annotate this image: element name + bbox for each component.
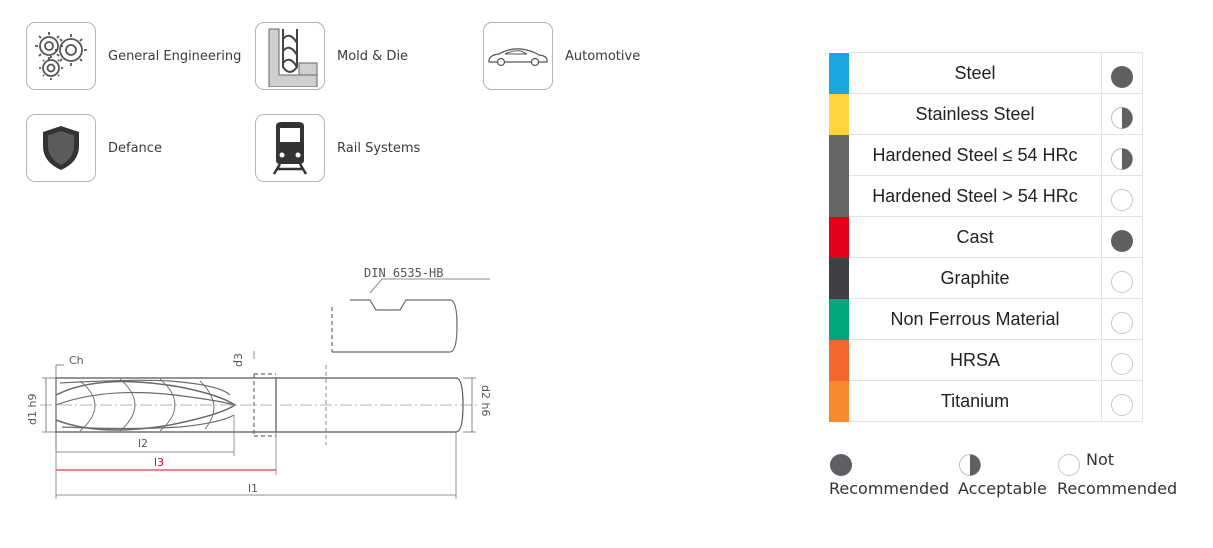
industry-general-engineering: General Engineering bbox=[26, 22, 241, 90]
d1-label: d1 h9 bbox=[26, 394, 39, 425]
d2-label: d2 h6 bbox=[479, 385, 490, 416]
material-color-swatch bbox=[828, 339, 849, 381]
legend-acceptable-label: Acceptable bbox=[958, 479, 1047, 498]
empty-dot-icon bbox=[1101, 257, 1143, 299]
material-name: HRSA bbox=[848, 339, 1102, 381]
material-name: Hardened Steel ≤ 54 HRc bbox=[848, 134, 1102, 176]
legend-not-label: Not bbox=[1086, 450, 1115, 469]
train-icon bbox=[255, 114, 325, 182]
industry-label: Mold & Die bbox=[337, 48, 409, 64]
material-color-swatch bbox=[828, 380, 849, 422]
material-name: Non Ferrous Material bbox=[848, 298, 1102, 340]
full-dot-icon bbox=[1101, 216, 1143, 258]
material-color-swatch bbox=[828, 257, 849, 299]
industry-label: Defance bbox=[108, 140, 162, 156]
empty-dot-icon bbox=[1101, 175, 1143, 217]
industry-rail-systems: Rail Systems bbox=[255, 114, 420, 182]
material-row: Non Ferrous Material bbox=[828, 298, 1143, 340]
half-dot-icon bbox=[959, 454, 981, 476]
l2-label: l2 bbox=[138, 437, 148, 450]
material-name: Hardened Steel > 54 HRc bbox=[848, 175, 1102, 217]
standard-label: DIN 6535-HB bbox=[364, 266, 443, 280]
l3-label: l3 bbox=[154, 456, 164, 469]
full-dot-icon bbox=[1101, 52, 1143, 94]
gears-icon bbox=[26, 22, 96, 90]
material-color-swatch bbox=[828, 298, 849, 340]
material-row: Graphite bbox=[828, 257, 1143, 299]
material-name: Cast bbox=[848, 216, 1102, 258]
material-name: Stainless Steel bbox=[848, 93, 1102, 135]
legend-recommended-label: Recommended bbox=[829, 479, 950, 498]
shield-icon bbox=[26, 114, 96, 182]
legend-not-recommended-label: Recommended bbox=[1057, 479, 1178, 498]
end-mill-technical-drawing: DIN 6535-HB Ch d3 d1 h9 d2 h6 l2 l3 l1 bbox=[26, 266, 490, 499]
empty-dot-icon bbox=[1058, 454, 1080, 476]
material-row: Stainless Steel bbox=[828, 93, 1143, 135]
material-color-swatch bbox=[828, 93, 849, 135]
industry-label: General Engineering bbox=[108, 48, 242, 64]
half-dot-icon bbox=[1101, 93, 1143, 135]
material-name: Graphite bbox=[848, 257, 1102, 299]
empty-dot-icon bbox=[1101, 380, 1143, 422]
material-name: Titanium bbox=[848, 380, 1102, 422]
material-row: HRSA bbox=[828, 339, 1143, 381]
empty-dot-icon bbox=[1101, 339, 1143, 381]
industry-label: Rail Systems bbox=[337, 140, 421, 156]
material-row: Steel bbox=[828, 52, 1143, 94]
l1-label: l1 bbox=[248, 482, 258, 495]
industry-automotive: Automotive bbox=[483, 22, 640, 90]
half-dot-icon bbox=[1101, 134, 1143, 176]
material-color-swatch bbox=[828, 216, 849, 258]
d3-label: d3 bbox=[232, 353, 245, 367]
material-color-swatch bbox=[828, 175, 849, 217]
material-row: Hardened Steel ≤ 54 HRc bbox=[828, 134, 1143, 176]
industry-mold-die: Mold & Die bbox=[255, 22, 408, 90]
material-row: Hardened Steel > 54 HRc bbox=[828, 175, 1143, 217]
industry-defence: Defance bbox=[26, 114, 162, 182]
full-dot-icon bbox=[830, 454, 852, 476]
material-row: Titanium bbox=[828, 380, 1143, 422]
empty-dot-icon bbox=[1101, 298, 1143, 340]
mold-die-icon bbox=[255, 22, 325, 90]
industry-label: Automotive bbox=[565, 48, 641, 64]
material-color-swatch bbox=[828, 52, 849, 94]
car-icon bbox=[483, 22, 553, 90]
material-name: Steel bbox=[848, 52, 1102, 94]
ch-label: Ch bbox=[69, 354, 84, 367]
material-row: Cast bbox=[828, 216, 1143, 258]
material-color-swatch bbox=[828, 134, 849, 176]
